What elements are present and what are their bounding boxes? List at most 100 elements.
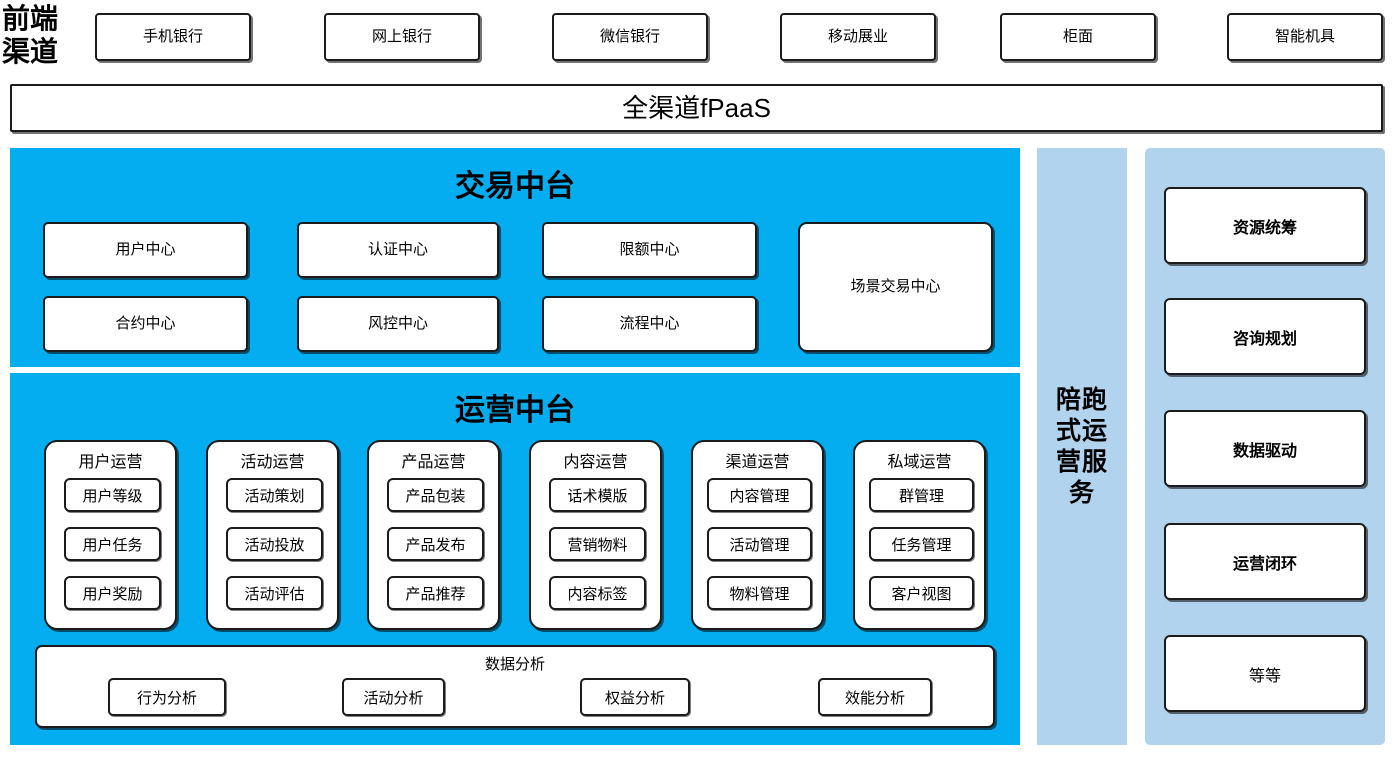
- channel-box-mobile-business[interactable]: 移动展业: [780, 13, 936, 61]
- ops-item-label: 任务管理: [891, 536, 952, 554]
- ops-item[interactable]: 活动策划: [226, 478, 323, 512]
- channel-label: 微信银行: [599, 27, 660, 45]
- trade-platform-title: 交易中台: [455, 170, 575, 203]
- channel-label: 手机银行: [142, 27, 203, 45]
- ops-item[interactable]: 活动评估: [226, 576, 323, 610]
- trade-node-auth-center[interactable]: 认证中心: [297, 222, 499, 278]
- ops-item-label: 话术模版: [567, 487, 628, 505]
- trade-node-label: 用户中心: [115, 240, 176, 258]
- ops-group-campaign-operations[interactable]: 活动运营 活动策划 活动投放 活动评估: [206, 440, 339, 630]
- ops-item-label: 用户奖励: [82, 585, 143, 603]
- analysis-item-label: 权益分析: [604, 689, 665, 707]
- trade-node-label: 风控中心: [367, 314, 428, 332]
- frontend-channel-label: 前端渠道: [2, 4, 59, 68]
- ops-item-label: 内容标签: [567, 585, 628, 603]
- ops-group-product-operations[interactable]: 产品运营 产品包装 产品发布 产品推荐: [367, 440, 500, 630]
- ops-item[interactable]: 产品推荐: [387, 576, 484, 610]
- fpaas-bar[interactable]: 全渠道fPaaS: [10, 84, 1383, 132]
- ops-group-content-operations[interactable]: 内容运营 话术模版 营销物料 内容标签: [529, 440, 662, 630]
- trade-node-limit-center[interactable]: 限额中心: [542, 222, 757, 278]
- ops-item-label: 产品推荐: [405, 585, 466, 603]
- analysis-item[interactable]: 活动分析: [342, 678, 445, 716]
- ops-item-label: 营销物料: [567, 536, 628, 554]
- ops-item-label: 内容管理: [729, 487, 790, 505]
- analysis-item[interactable]: 行为分析: [108, 678, 226, 716]
- trade-node-contract-center[interactable]: 合约中心: [43, 296, 248, 352]
- data-analysis-title: 数据分析: [484, 656, 545, 673]
- ops-group-title: 渠道运营: [725, 454, 790, 471]
- analysis-item-label: 行为分析: [136, 689, 197, 707]
- ops-item-label: 活动投放: [244, 536, 305, 554]
- ops-group-title: 内容运营: [563, 454, 628, 471]
- channel-label: 智能机具: [1274, 27, 1335, 45]
- trade-node-label: 合约中心: [115, 314, 176, 332]
- ops-item-label: 活动管理: [729, 536, 790, 554]
- channel-box-wechat-bank[interactable]: 微信银行: [552, 13, 708, 61]
- ops-item-label: 用户等级: [82, 487, 143, 505]
- ops-item[interactable]: 客户视图: [869, 576, 974, 610]
- trade-node-risk-center[interactable]: 风控中心: [297, 296, 499, 352]
- capability-node-label: 等等: [1248, 667, 1281, 685]
- trade-node-label: 流程中心: [619, 314, 680, 332]
- trade-node-process-center[interactable]: 流程中心: [542, 296, 757, 352]
- ops-item-label: 活动评估: [244, 585, 305, 603]
- fpaas-label: 全渠道fPaaS: [622, 92, 771, 123]
- ops-item[interactable]: 话术模版: [549, 478, 646, 512]
- ops-platform-title: 运营中台: [455, 394, 575, 427]
- trade-node-scene-transaction-center[interactable]: 场景交易中心: [798, 222, 993, 352]
- trade-platform-panel: 交易中台 用户中心 认证中心 限额中心 合约中心 风控中心 流程中心 场景交易中…: [10, 148, 1020, 367]
- capability-node-label: 数据驱动: [1232, 442, 1297, 460]
- trade-node-label: 限额中心: [619, 240, 680, 258]
- ops-item-label: 物料管理: [729, 585, 790, 603]
- ops-item[interactable]: 任务管理: [869, 527, 974, 561]
- channel-box-online-bank[interactable]: 网上银行: [324, 13, 480, 61]
- ops-item-label: 活动策划: [244, 487, 305, 505]
- channel-label: 网上银行: [371, 27, 432, 45]
- trade-node-user-center[interactable]: 用户中心: [43, 222, 248, 278]
- ops-item[interactable]: 产品包装: [387, 478, 484, 512]
- trade-node-label: 场景交易中心: [850, 277, 941, 295]
- analysis-item[interactable]: 效能分析: [818, 678, 932, 716]
- capability-node-consulting-planning[interactable]: 咨询规划: [1164, 298, 1366, 375]
- ops-group-channel-operations[interactable]: 渠道运营 内容管理 活动管理 物料管理: [691, 440, 824, 630]
- ops-group-title: 私域运营: [887, 454, 952, 471]
- ops-item[interactable]: 群管理: [869, 478, 974, 512]
- ops-item[interactable]: 活动管理: [707, 527, 812, 561]
- ops-item-label: 产品包装: [405, 487, 466, 505]
- ops-item[interactable]: 活动投放: [226, 527, 323, 561]
- data-analysis-card[interactable]: 数据分析 行为分析 活动分析 权益分析 效能分析: [35, 645, 995, 728]
- capability-node-label: 资源统筹: [1232, 219, 1297, 237]
- ops-item[interactable]: 产品发布: [387, 527, 484, 561]
- channel-box-mobile-bank[interactable]: 手机银行: [95, 13, 251, 61]
- ops-item[interactable]: 营销物料: [549, 527, 646, 561]
- ops-item[interactable]: 内容管理: [707, 478, 812, 512]
- capability-node-label: 运营闭环: [1232, 555, 1297, 573]
- ops-item-label: 用户任务: [82, 536, 143, 554]
- analysis-item[interactable]: 权益分析: [580, 678, 690, 716]
- analysis-item-label: 效能分析: [844, 689, 905, 707]
- capability-node-operations-closed-loop[interactable]: 运营闭环: [1164, 523, 1366, 600]
- capability-column: 资源统筹 咨询规划 数据驱动 运营闭环 等等: [1145, 148, 1385, 745]
- service-column: 陪跑式运营服务: [1037, 148, 1127, 745]
- capability-node-etc[interactable]: 等等: [1164, 635, 1366, 712]
- ops-item-label: 客户视图: [891, 585, 952, 603]
- channel-label: 移动展业: [827, 27, 888, 45]
- ops-item[interactable]: 用户奖励: [64, 576, 161, 610]
- trade-node-label: 认证中心: [367, 240, 428, 258]
- analysis-item-label: 活动分析: [363, 689, 424, 707]
- ops-item[interactable]: 内容标签: [549, 576, 646, 610]
- capability-node-data-driven[interactable]: 数据驱动: [1164, 410, 1366, 487]
- ops-group-title: 用户运营: [78, 454, 143, 471]
- ops-item-label: 产品发布: [405, 536, 466, 554]
- ops-item[interactable]: 物料管理: [707, 576, 812, 610]
- ops-group-private-domain-operations[interactable]: 私域运营 群管理 任务管理 客户视图: [853, 440, 986, 630]
- capability-node-resource-coordination[interactable]: 资源统筹: [1164, 187, 1366, 264]
- ops-item[interactable]: 用户任务: [64, 527, 161, 561]
- service-column-label: 陪跑式运营服务: [1055, 385, 1108, 507]
- channel-box-smart-machine[interactable]: 智能机具: [1227, 13, 1383, 61]
- ops-item[interactable]: 用户等级: [64, 478, 161, 512]
- channel-box-counter[interactable]: 柜面: [1000, 13, 1156, 61]
- ops-group-title: 活动运营: [240, 454, 305, 471]
- ops-item-label: 群管理: [898, 487, 944, 505]
- ops-group-user-operations[interactable]: 用户运营 用户等级 用户任务 用户奖励: [44, 440, 177, 630]
